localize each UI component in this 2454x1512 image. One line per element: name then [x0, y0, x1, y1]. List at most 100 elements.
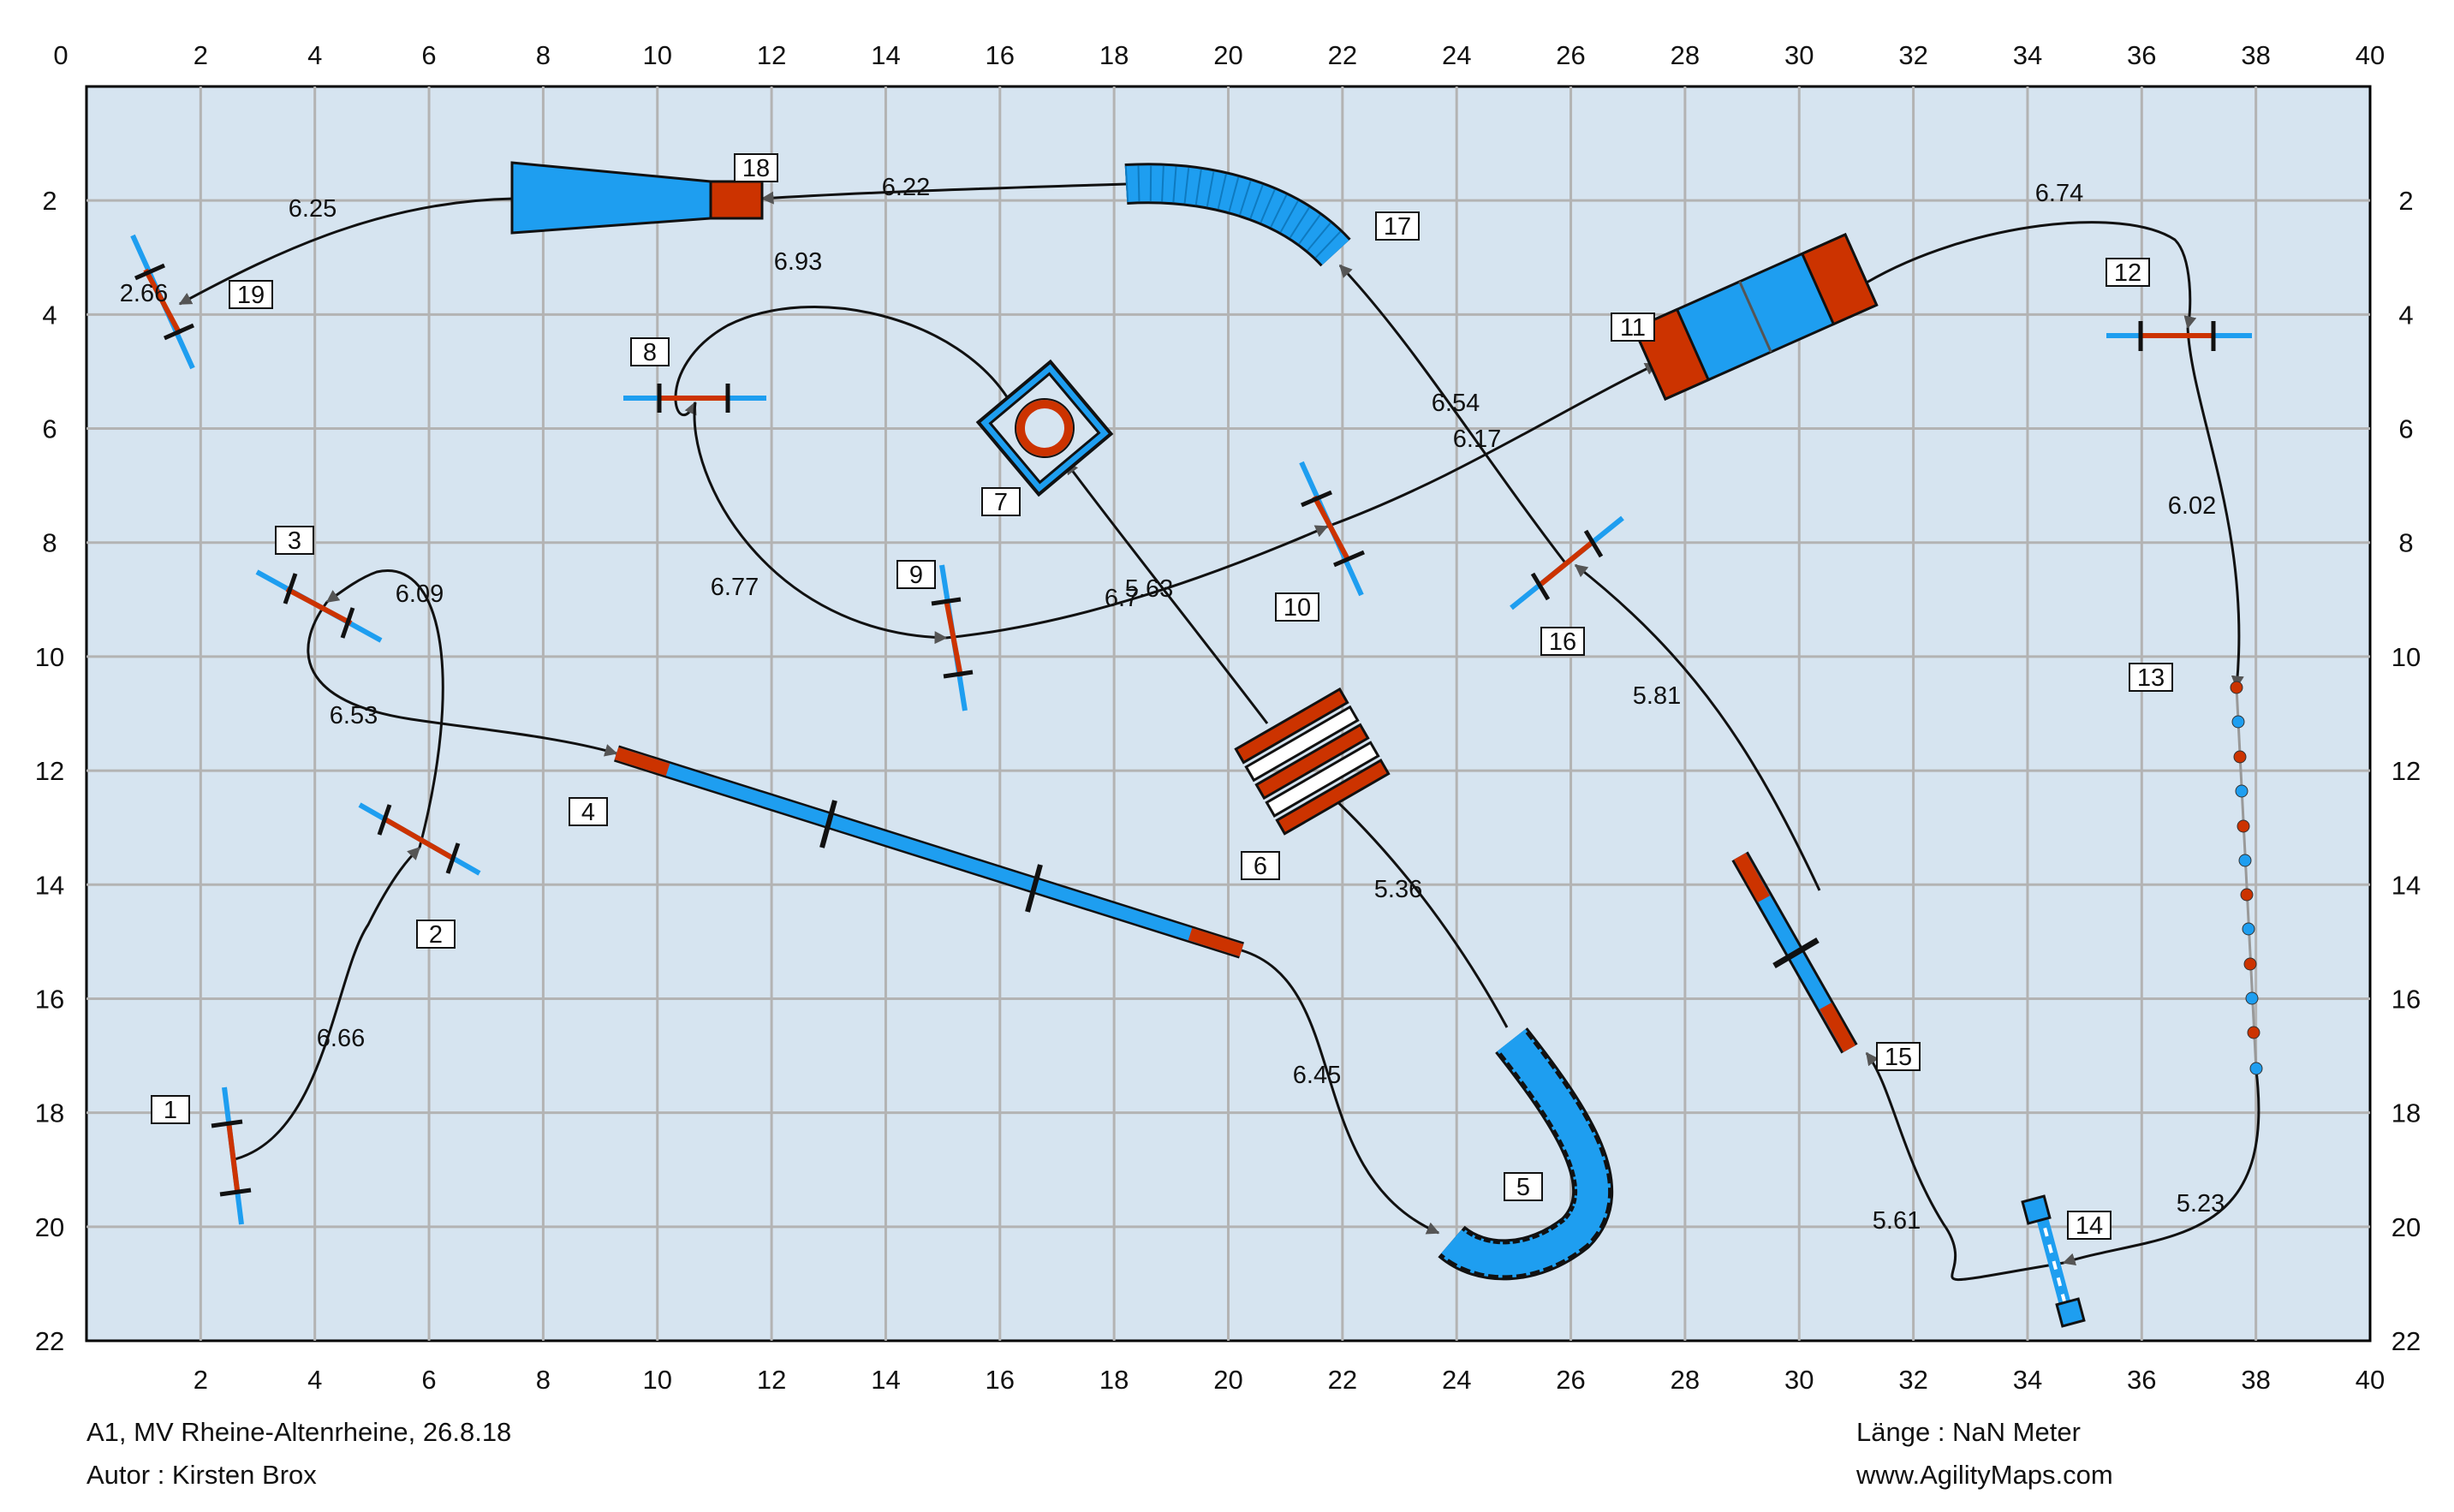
y-tick-label: 8 [42, 528, 57, 558]
obstacle-17-tunnel [1124, 163, 1351, 267]
x-tick-label: 4 [307, 1365, 322, 1395]
y-tick-label: 10 [2391, 642, 2421, 672]
y-tick-label: 22 [35, 1326, 64, 1356]
obstacle-2-jump [358, 802, 481, 876]
y-tick-label: 20 [2391, 1212, 2421, 1242]
website-link[interactable]: www.AgilityMaps.com [1856, 1460, 2113, 1490]
x-tick-label: 2 [194, 40, 208, 70]
distance-12-13: 6.02 [2168, 492, 2216, 520]
svg-text:1: 1 [164, 1097, 177, 1124]
y-tick-label: 12 [2391, 756, 2421, 786]
x-tick-label: 12 [757, 40, 786, 70]
x-tick-label: 8 [536, 40, 551, 70]
distance-18-19: 6.25 [289, 195, 337, 223]
y-tick-label: 6 [2398, 414, 2413, 444]
grid-lines [86, 86, 2370, 1341]
x-tick-label: 4 [307, 40, 322, 70]
label-9: 9 [896, 560, 936, 589]
obstacle-9-jump [931, 564, 974, 711]
event-title: A1, MV Rheine-Altenrheine, 26.8.18 [86, 1417, 512, 1447]
svg-text:14: 14 [2076, 1212, 2103, 1240]
obstacle-8-jump [623, 384, 766, 413]
obstacle-16-jump [1510, 515, 1624, 610]
x-tick-label: 22 [1328, 40, 1357, 70]
x-tick-label: 6 [421, 1365, 436, 1395]
y-tick-label: 14 [2391, 870, 2421, 900]
distance-13-14: 5.23 [2177, 1190, 2225, 1217]
svg-text:19: 19 [237, 282, 265, 309]
label-15: 15 [1876, 1042, 1921, 1071]
author-line: Autor : Kirsten Brox [86, 1460, 317, 1490]
x-tick-label: 34 [2013, 40, 2042, 70]
label-16: 16 [1540, 627, 1585, 656]
y-tick-label: 2 [42, 186, 57, 216]
svg-text:3: 3 [288, 527, 301, 555]
y-tick-label: 4 [42, 300, 57, 330]
svg-text:15: 15 [1885, 1044, 1912, 1071]
label-11: 11 [1611, 313, 1655, 342]
svg-text:18: 18 [742, 155, 770, 182]
y-tick-label: 2 [2398, 186, 2413, 216]
obstacle-labels: 1 2 3 4 5 6 7 8 9 10 11 12 13 14 15 16 1… [151, 153, 2173, 1240]
obstacle-14-table [2021, 1194, 2086, 1328]
x-tick-label: 18 [1099, 1365, 1129, 1395]
x-tick-label: 30 [1784, 1365, 1814, 1395]
obstacle-4-dogwalk [613, 745, 1245, 959]
svg-text:16: 16 [1549, 628, 1576, 656]
x-tick-label: 10 [643, 40, 672, 70]
distance-3-4: 6.53 [330, 702, 378, 729]
svg-text:17: 17 [1384, 213, 1411, 241]
x-tick-label: 28 [1671, 40, 1700, 70]
x-tick-label: 24 [1442, 1365, 1471, 1395]
distance-14-15: 5.61 [1873, 1207, 1921, 1235]
distance-6-7: 5.63 [1125, 575, 1173, 603]
label-18: 18 [734, 153, 778, 182]
x-tick-label: 6 [421, 40, 436, 70]
x-tick-label: 10 [643, 1365, 672, 1395]
x-tick-label: 32 [1898, 40, 1927, 70]
obstacle-19-jump [130, 234, 195, 370]
svg-text:13: 13 [2137, 664, 2165, 692]
x-tick-label: 30 [1784, 40, 1814, 70]
distance-11-12: 6.74 [2035, 180, 2083, 207]
y-tick-label: 6 [42, 414, 57, 444]
y-tick-label: 22 [2391, 1326, 2421, 1356]
distance-9-10: 6.93 [774, 248, 822, 276]
x-tick-label: 32 [1898, 1365, 1927, 1395]
label-13: 13 [2129, 663, 2173, 692]
obstacle-12-jump [2106, 321, 2252, 351]
distance-10-11: 6.17 [1453, 426, 1501, 453]
obstacle-18-chute [510, 161, 764, 235]
x-tick-label: 38 [2241, 1365, 2270, 1395]
obstacle-7-tire [975, 359, 1114, 497]
x-tick-label: 26 [1556, 40, 1585, 70]
svg-text:4: 4 [581, 799, 595, 826]
obstacle-5-tunnel [1438, 1027, 1614, 1281]
label-3: 3 [275, 526, 314, 555]
x-tick-label: 16 [986, 40, 1015, 70]
y-tick-label: 16 [2391, 984, 2421, 1014]
x-tick-label: 12 [757, 1365, 786, 1395]
y-tick-label: 18 [2391, 1098, 2421, 1128]
y-tick-label: 12 [35, 756, 64, 786]
distance-8-9: 6.77 [711, 574, 759, 601]
x-tick-label: 20 [1213, 40, 1242, 70]
label-1: 1 [151, 1095, 190, 1124]
x-tick-label: 2 [194, 1365, 208, 1395]
course-path [178, 182, 2260, 1282]
course-length: Länge : NaN Meter [1856, 1417, 2081, 1447]
x-tick-label: 20 [1213, 1365, 1242, 1395]
distance-2-3: 6.09 [396, 580, 444, 608]
x-tick-label: 34 [2013, 1365, 2042, 1395]
obstacle-6-wall [1234, 687, 1391, 836]
y-tick-label: 16 [35, 984, 64, 1014]
x-tick-label: 26 [1556, 1365, 1585, 1395]
svg-text:7: 7 [994, 489, 1008, 516]
x-tick-label: 38 [2241, 40, 2270, 70]
svg-text:5: 5 [1516, 1174, 1530, 1201]
svg-text:8: 8 [643, 339, 657, 366]
label-8: 8 [630, 337, 670, 366]
label-7: 7 [981, 487, 1021, 516]
